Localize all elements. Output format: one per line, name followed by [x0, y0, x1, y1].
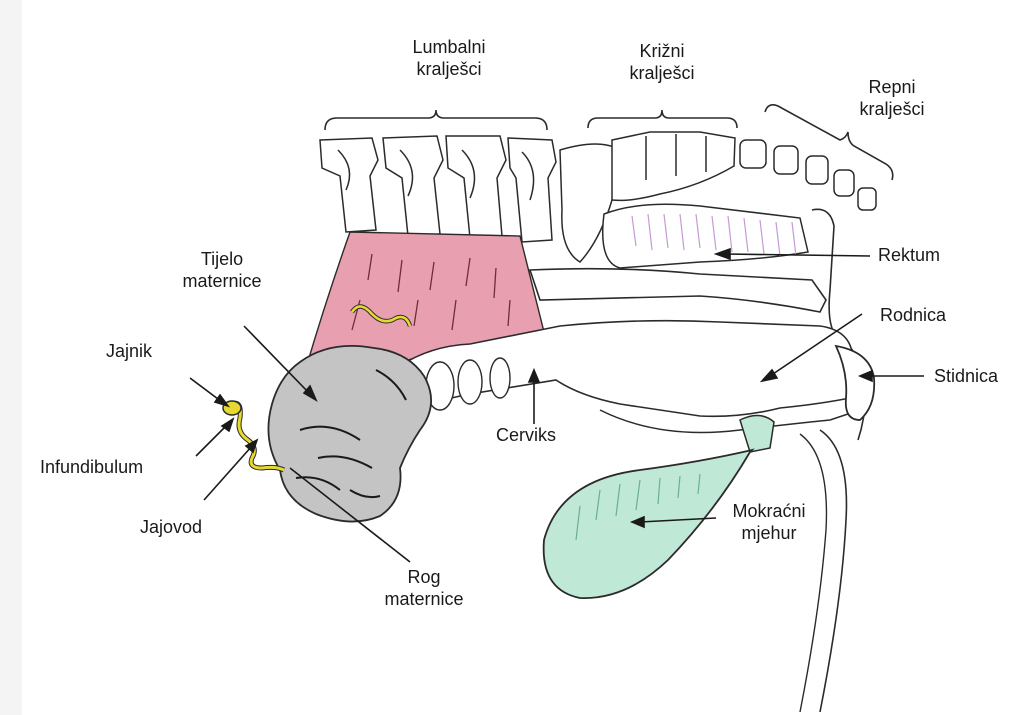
pelvic-wall-outline [820, 430, 846, 712]
label-ovary-text: Jajnik [106, 340, 152, 362]
pelvic-wall-outline-inner [800, 434, 826, 712]
label-coccygeal-line2: kralješci [859, 98, 924, 120]
label-uterine-body: Tijelo maternice [182, 248, 261, 292]
label-uterine-horn-line2: maternice [384, 588, 463, 610]
label-coccygeal-vertebrae: Repni kralješci [859, 76, 924, 120]
label-rectum: Rektum [878, 244, 940, 266]
label-uterine-horn-line1: Rog [384, 566, 463, 588]
coccygeal-vertebrae [740, 140, 876, 210]
label-uterine-body-line1: Tijelo [182, 248, 261, 270]
urethra [740, 415, 774, 452]
label-oviduct: Jajovod [140, 516, 202, 538]
label-sacral-vertebrae: Križni kralješci [629, 40, 694, 84]
label-uterine-body-line2: maternice [182, 270, 261, 292]
label-sacral-line2: kralješci [629, 62, 694, 84]
label-cervix-text: Cerviks [496, 424, 556, 446]
label-rectum-text: Rektum [878, 244, 940, 266]
label-vulva: Stidnica [934, 365, 998, 387]
label-cervix: Cerviks [496, 424, 556, 446]
label-infundibulum: Infundibulum [40, 456, 143, 478]
label-urinary-bladder: Mokraćni mjehur [732, 500, 805, 544]
label-bladder-line2: mjehur [732, 522, 805, 544]
rectum-tube [530, 269, 826, 312]
label-vulva-text: Stidnica [934, 365, 998, 387]
label-oviduct-text: Jajovod [140, 516, 202, 538]
label-lumbar-vertebrae: Lumbalni kralješci [412, 36, 485, 80]
label-lumbar-line2: kralješci [412, 58, 485, 80]
label-bladder-line1: Mokraćni [732, 500, 805, 522]
label-ovary: Jajnik [106, 340, 152, 362]
label-uterine-horn: Rog maternice [384, 566, 463, 610]
label-vagina-text: Rodnica [880, 304, 946, 326]
lumbar-vertebrae [320, 136, 556, 242]
label-infundibulum-text: Infundibulum [40, 456, 143, 478]
label-sacral-line1: Križni [629, 40, 694, 62]
label-vagina: Rodnica [880, 304, 946, 326]
label-coccygeal-line1: Repni [859, 76, 924, 98]
urinary-bladder [544, 450, 752, 598]
scan-margin [0, 0, 22, 715]
label-lumbar-line1: Lumbalni [412, 36, 485, 58]
